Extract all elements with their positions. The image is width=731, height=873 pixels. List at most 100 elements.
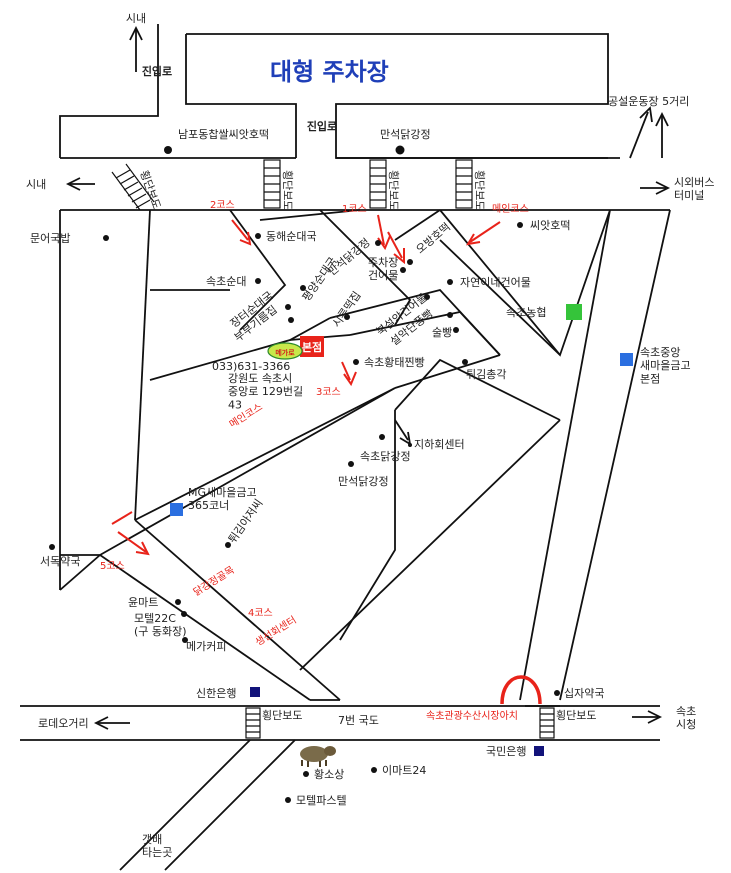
marker-manseok-dak xyxy=(375,240,381,246)
course-3-label: 3코스 xyxy=(316,386,341,398)
marker-jihoe xyxy=(408,443,412,447)
marker-hwangsosang xyxy=(303,771,309,777)
markers xyxy=(49,145,560,803)
place-shinhan: 신한은행 xyxy=(196,687,236,700)
marker-nampo xyxy=(164,146,172,154)
place-sokcho-sundae: 속초순대 xyxy=(206,275,246,288)
road-name-7: 7번 국도 xyxy=(338,714,379,727)
place-pyeongyang: 평양순대국 xyxy=(300,255,340,304)
marker-motel22 xyxy=(181,611,187,617)
place-sipja: 십자약국 xyxy=(564,686,604,700)
crosswalk-top-2 xyxy=(369,159,387,209)
marker-manseok-top xyxy=(395,145,405,155)
place-hwangtae: 속초황태찐빵 xyxy=(364,356,425,369)
marker-motel-pastel xyxy=(285,797,291,803)
crosswalk-label-4: 횡단보도 xyxy=(262,709,302,722)
crosswalk-left-top xyxy=(111,163,155,211)
crosswalks xyxy=(111,159,555,739)
marker-ssiat xyxy=(517,222,523,228)
place-munokukbap: 문어국밥 xyxy=(30,232,70,245)
marker-sikmul xyxy=(344,314,350,320)
nonghyup-marker xyxy=(566,304,582,320)
market-gate-arch xyxy=(500,675,542,705)
place-manseok-top: 만석닭강정 xyxy=(380,128,431,141)
place-nonghyup: 속초농협 xyxy=(506,306,546,319)
road-network xyxy=(20,24,671,871)
marker-seorak xyxy=(447,312,453,318)
place-mega-cafe: 메가커피 xyxy=(186,640,226,653)
store-badge-text: 본점 xyxy=(302,340,322,354)
marker-bubu xyxy=(288,317,294,323)
marker-mega-cafe xyxy=(182,637,188,643)
course-arrows xyxy=(111,214,501,556)
place-jihoe: 지하회센터 xyxy=(414,437,465,451)
place-manseok-dak2: 만석닭강정 xyxy=(338,475,389,488)
marker-jayeon xyxy=(447,279,453,285)
marker-sokcho-sundae xyxy=(255,278,261,284)
crosswalk-label-3: 횡단보도 xyxy=(473,170,486,210)
marker-seodong xyxy=(49,544,55,550)
place-sikmul: 시루떡집 xyxy=(330,289,364,330)
place-jayeon: 자연이네건어물 xyxy=(460,276,531,289)
marker-buksuk xyxy=(424,294,430,300)
entrance-road-left xyxy=(59,24,159,158)
main-course-top: 메인코스 xyxy=(492,203,529,215)
sokcho-bank-marker xyxy=(620,353,633,366)
store-badge: 본점 메가로 xyxy=(267,336,324,360)
place-kukmin: 국민은행 xyxy=(486,745,526,758)
store-phone: 033)631-3366 xyxy=(212,360,290,373)
store-logo-icon xyxy=(267,342,303,360)
bull-statue-icon xyxy=(300,746,336,767)
marker-obang xyxy=(407,259,413,265)
place-gate: 속초관광수산시장아치 xyxy=(426,710,518,722)
shinhan-marker xyxy=(250,687,260,697)
crosswalk-bottom-1 xyxy=(245,707,261,739)
crosswalk-label-2: 횡단보도 xyxy=(387,170,400,210)
dir-top-right: 공설운동장 5거리 xyxy=(608,95,689,108)
marker-sulppang xyxy=(453,327,459,333)
course-5-street: 닭강정골목 xyxy=(191,564,236,599)
place-twigim-asi: 튀김아저씨 xyxy=(226,497,266,546)
course-1-label: 1코스 xyxy=(342,203,367,215)
place-motel-pastel: 모텔파스텔 xyxy=(296,794,347,807)
marker-donghae xyxy=(255,233,261,239)
marker-hwangtae xyxy=(353,359,359,365)
marker-sokcho-dak xyxy=(379,434,385,440)
mg-bank-marker xyxy=(170,503,183,516)
place-donghae: 동해순대국 xyxy=(266,229,317,243)
marker-twigim xyxy=(462,359,468,365)
course-4-label: 4코스 xyxy=(248,607,273,619)
marker-jangteo xyxy=(285,304,291,310)
marker-munokukbap xyxy=(103,235,109,241)
marker-pyeongyang xyxy=(300,285,306,291)
place-sokcho-dak: 속초닭강정 xyxy=(360,450,411,463)
place-seodong: 서독약국 xyxy=(40,554,80,568)
crosswalk-top-1 xyxy=(263,159,281,209)
place-motel22: 모텔22C(구 동화장) xyxy=(134,612,187,638)
marker-twigim-asi xyxy=(225,542,231,548)
entrance-right-label: 진입로 xyxy=(307,119,337,133)
marker-manseok-dak2 xyxy=(348,461,354,467)
place-ssiat: 씨앗호떡 xyxy=(530,219,570,232)
place-emart: 이마트24 xyxy=(382,764,426,777)
dir-bottom-left: 로데오거리 xyxy=(38,717,89,730)
place-nampo: 남포동찹쌀씨앗호떡 xyxy=(178,128,269,141)
place-hwangsosang: 황소상 xyxy=(314,768,344,781)
dir-top-north: 시내 xyxy=(126,12,146,25)
marker-sipja xyxy=(554,690,560,696)
place-twigim: 튀김총각 xyxy=(466,368,506,381)
kukmin-marker xyxy=(534,746,544,756)
right-diagonal-road xyxy=(559,209,671,701)
dir-left-city: 시내 xyxy=(26,178,46,191)
marker-emart xyxy=(371,767,377,773)
course-2-label: 2코스 xyxy=(210,199,235,211)
entrance-left-label: 진입로 xyxy=(142,64,172,78)
